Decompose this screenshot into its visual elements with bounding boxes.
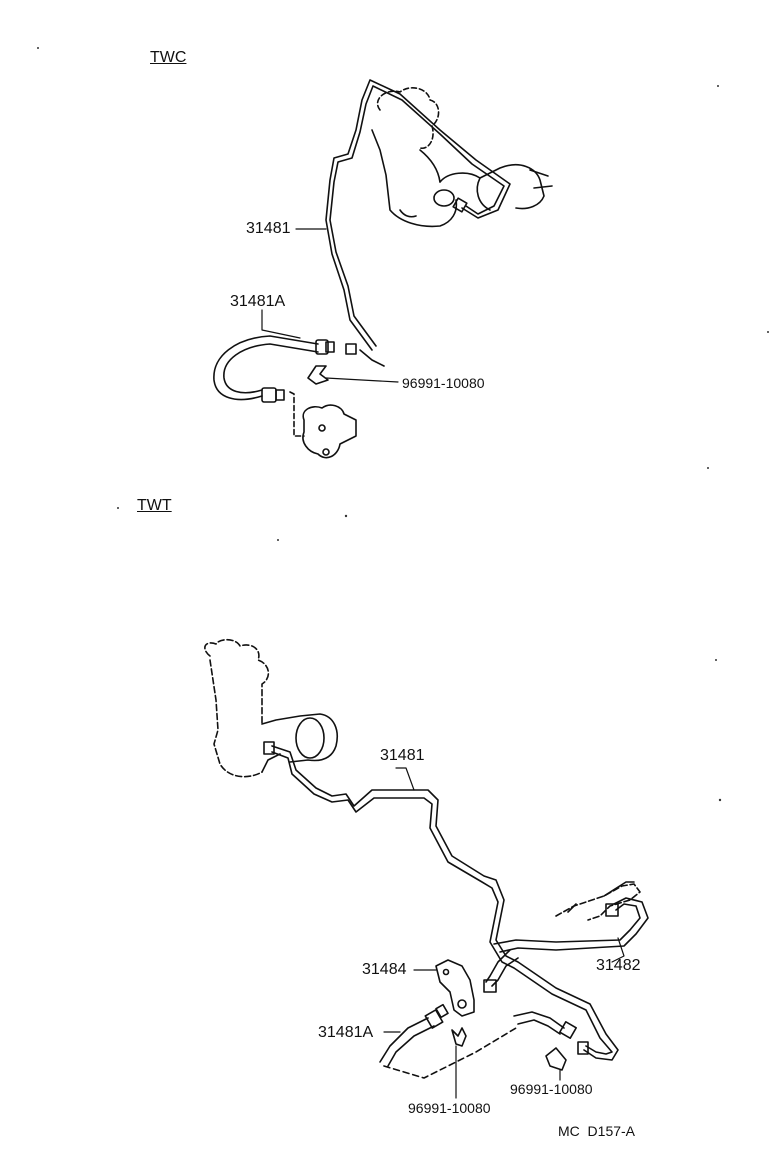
twt-pipe-31481 (263, 741, 619, 1061)
twt-hose-31481A (379, 1003, 449, 1067)
twt-release-cylinder (555, 881, 641, 921)
part-label-twt-clip-right: 96991-10080 (510, 1081, 593, 1097)
part-label-twc-hose: 31481A (230, 293, 286, 310)
part-label-twc-clip: 96991-10080 (402, 375, 485, 391)
part-label-twt-bracket: 31484 (362, 961, 407, 978)
twt-dashed-link (383, 1027, 517, 1079)
part-label-twt-clip-left: 96991-10080 (408, 1100, 491, 1116)
twc-pipe-31481 (325, 79, 511, 367)
part-label-twt-pipe2: 31482 (596, 957, 641, 974)
twt-clip-right (545, 1047, 567, 1071)
part-label-twc-pipe: 31481 (246, 220, 291, 237)
part-label-twt-hose: 31481A (318, 1024, 374, 1041)
twc-clip (307, 365, 329, 385)
scan-specks (37, 47, 769, 802)
diagram-code: MC D157-A (558, 1123, 636, 1139)
twc-hose-31481A (213, 335, 335, 403)
part-label-twt-pipe: 31481 (380, 747, 425, 764)
twc-slave-cylinder (289, 391, 357, 459)
twt-master-cylinder (204, 638, 338, 778)
section-title-twt: TWT (137, 497, 172, 514)
twt-bracket-31484 (435, 959, 475, 1017)
twc-master-cylinder (371, 87, 553, 228)
section-title-twc: TWC (150, 49, 187, 66)
twt-joint (483, 949, 519, 993)
twt-clip-left (451, 1027, 467, 1047)
twt-pipe-31482 (493, 897, 649, 953)
twt-hose-right (513, 1011, 577, 1039)
